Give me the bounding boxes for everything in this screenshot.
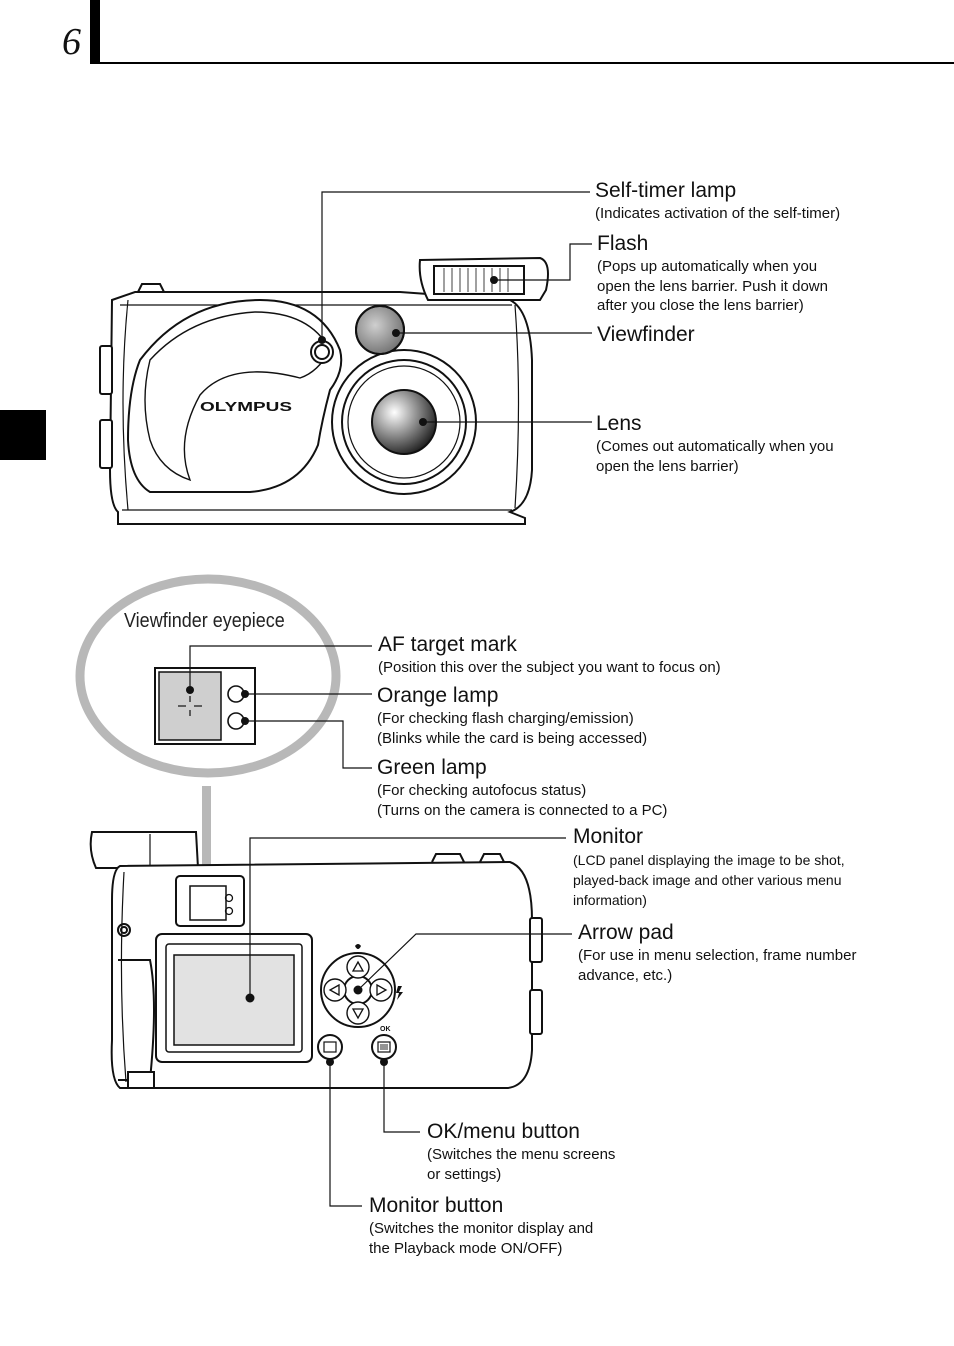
label-title: Orange lamp xyxy=(377,684,499,707)
label-flash: Flash (Pops up automatically when you op… xyxy=(597,231,828,316)
label-title: Monitor xyxy=(573,825,644,848)
header-bar xyxy=(90,0,100,64)
label-monitor: Monitor (LCD panel displaying the image … xyxy=(573,824,845,910)
label-title: Monitor button xyxy=(369,1194,504,1217)
label-title: Green lamp xyxy=(377,756,487,779)
eyepiece-leader-lines xyxy=(189,645,372,769)
ok-mark: OK xyxy=(380,1026,391,1033)
label-self-timer-lamp: Self-timer lamp (Indicates activation of… xyxy=(595,178,840,224)
label-ok-menu-button: OK/menu button (Switches the menu screen… xyxy=(427,1119,615,1184)
label-desc: after you close the lens barrier) xyxy=(597,297,804,314)
label-title: Self-timer lamp xyxy=(595,179,737,202)
label-green-lamp: Green lamp (For checking autofocus statu… xyxy=(377,755,667,820)
eyepiece-leader-dots xyxy=(186,686,249,725)
header-rule xyxy=(100,62,954,64)
label-desc: (Blinks while the card is being accessed… xyxy=(377,729,648,747)
back-leader-dots xyxy=(245,985,388,1066)
label-desc: (Position this over the subject you want… xyxy=(378,659,721,676)
label-lens: Lens (Comes out automatically when you o… xyxy=(596,411,834,476)
front-leader-lines xyxy=(321,191,592,423)
label-desc: played-back image and other various menu xyxy=(573,872,842,888)
label-title: Viewfinder xyxy=(597,323,695,346)
label-desc: (Pops up automatically when you xyxy=(597,258,818,275)
label-monitor-button: Monitor button (Switches the monitor dis… xyxy=(369,1193,593,1258)
label-desc: (Switches the menu screens xyxy=(427,1146,616,1163)
macro-flash-symbols xyxy=(355,944,403,1000)
label-title: OK/menu button xyxy=(427,1120,580,1143)
label-desc: open the lens barrier) xyxy=(596,457,739,475)
front-leader-dots xyxy=(318,276,498,426)
back-camera xyxy=(89,831,543,1089)
back-leader-lines xyxy=(249,837,572,1207)
label-desc: open the lens barrier. Push it down xyxy=(597,277,828,295)
label-desc: (LCD panel displaying the image to be sh… xyxy=(573,852,845,868)
label-title: AF target mark xyxy=(378,633,517,656)
label-viewfinder: Viewfinder xyxy=(597,322,695,348)
label-desc: (Comes out automatically when you xyxy=(596,438,834,455)
label-desc: information) xyxy=(573,892,647,908)
label-title: Flash xyxy=(597,232,649,255)
label-orange-lamp: Orange lamp (For checking flash charging… xyxy=(377,683,647,748)
label-title: Arrow pad xyxy=(578,921,674,944)
page-number: 6 xyxy=(62,21,81,63)
label-arrow-pad: Arrow pad (For use in menu selection, fr… xyxy=(578,920,856,985)
label-desc: (Turns on the camera is connected to a P… xyxy=(377,801,668,819)
label-desc: advance, etc.) xyxy=(578,966,673,984)
viewfinder-eyepiece-title: Viewfinder eyepiece xyxy=(124,610,285,632)
label-desc: (Switches the monitor display and xyxy=(369,1220,594,1237)
label-desc: (For use in menu selection, frame number xyxy=(578,947,857,964)
label-desc: (For checking flash charging/emission) xyxy=(377,710,634,727)
label-desc: the Playback mode ON/OFF) xyxy=(369,1239,563,1257)
label-title: Lens xyxy=(596,412,642,435)
label-desc: (For checking autofocus status) xyxy=(377,782,587,799)
label-desc: (Indicates activation of the self-timer) xyxy=(595,205,841,222)
label-desc: or settings) xyxy=(427,1165,502,1183)
front-camera xyxy=(99,256,549,525)
chapter-side-tab xyxy=(0,410,46,460)
olympus-logo-text: OLYMPUS xyxy=(200,399,292,414)
label-af-target-mark: AF target mark (Position this over the s… xyxy=(378,632,721,678)
